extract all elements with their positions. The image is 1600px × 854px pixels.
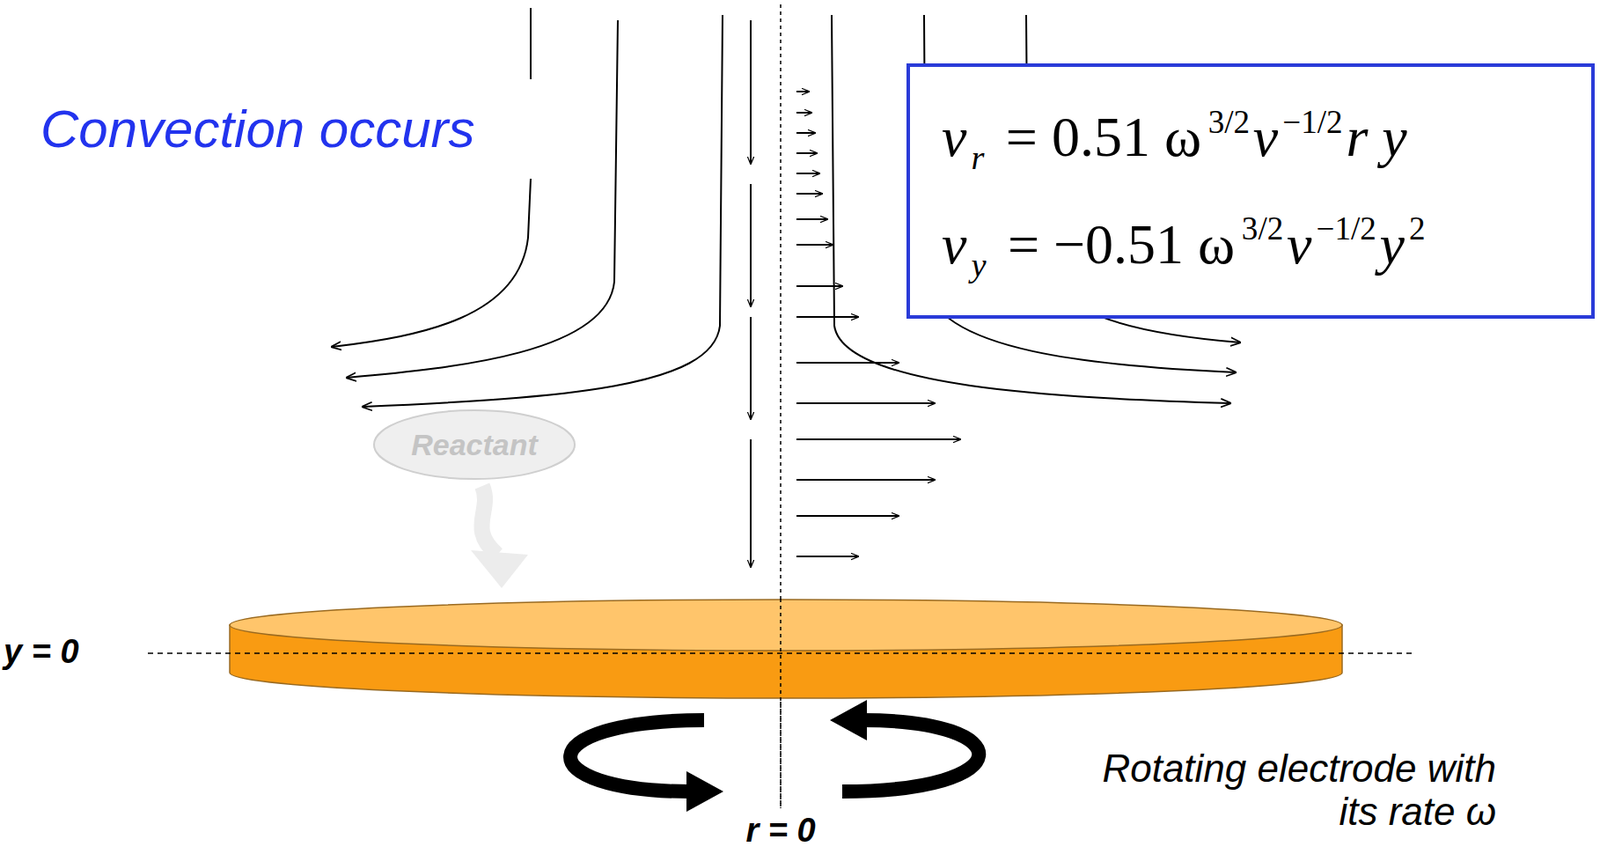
equation-term: v [941, 83, 967, 191]
equation-term: 3/2 [1241, 198, 1284, 261]
velocity-arrow [796, 285, 843, 287]
velocity-arrow [796, 152, 817, 155]
equation-term: 2 [1409, 198, 1426, 261]
equation-term: = 0.51 ω [1005, 83, 1202, 191]
velocity-arrow [796, 315, 859, 318]
equation-term: y [1379, 190, 1405, 299]
rotation-arrow [570, 719, 705, 792]
velocity-arrow [796, 90, 809, 93]
velocity-arrow [796, 192, 823, 195]
reactant-arrow-head [470, 550, 529, 588]
velocity-arrow [796, 243, 833, 246]
velocity-arrow [796, 438, 961, 441]
equation-line: vy= −0.51 ω3/2ν−1/2y2 [941, 190, 1565, 299]
equation-term: v [941, 190, 967, 299]
surface-line [147, 652, 1413, 654]
equation-line: vr = 0.51 ω3/2ν−1/2r y [941, 83, 1565, 191]
equation-term: ν [1286, 190, 1312, 299]
convection-note: Convection occurs [40, 98, 476, 160]
velocity-arrow [796, 555, 859, 558]
equation-term: y [971, 233, 987, 298]
equation-term: = −0.51 ω [1007, 190, 1235, 299]
equation-term: 3/2 [1208, 91, 1250, 155]
velocity-arrow [796, 111, 812, 114]
velocity-arrow [796, 514, 899, 517]
axis-label: r = 0 [745, 811, 815, 850]
rotation-arrow-head [686, 770, 724, 812]
equation-box: vr= 0.51 ω3/2ν−1/2r yvy= −0.51 ω3/2ν−1/2… [906, 63, 1595, 319]
velocity-arrow [749, 20, 752, 164]
equation-term: −1/2 [1316, 198, 1377, 261]
velocity-arrow [796, 132, 815, 134]
axis-line [779, 598, 782, 808]
velocity-arrow [749, 316, 752, 419]
equation-term: ν [1253, 83, 1278, 191]
reactant-ellipse: Reactant [372, 408, 577, 481]
equation-term: r [971, 125, 985, 191]
rotation-arrow-head [829, 699, 867, 741]
surface-label: y = 0 [3, 632, 80, 671]
equation-term: −1/2 [1282, 91, 1343, 155]
velocity-arrow [796, 218, 828, 221]
equation-term: r y [1345, 83, 1407, 191]
velocity-arrow [796, 361, 899, 364]
velocity-arrow [796, 172, 820, 175]
velocity-arrow [749, 183, 752, 307]
velocity-arrow [749, 439, 752, 567]
node-label: Reactant [411, 427, 538, 463]
velocity-arrow [796, 402, 935, 404]
rotation-caption: Rotating electrode with its rate ω [1056, 746, 1497, 834]
velocity-arrow [796, 478, 935, 481]
reactant-arrow [481, 485, 498, 555]
disk-top [229, 599, 1343, 651]
